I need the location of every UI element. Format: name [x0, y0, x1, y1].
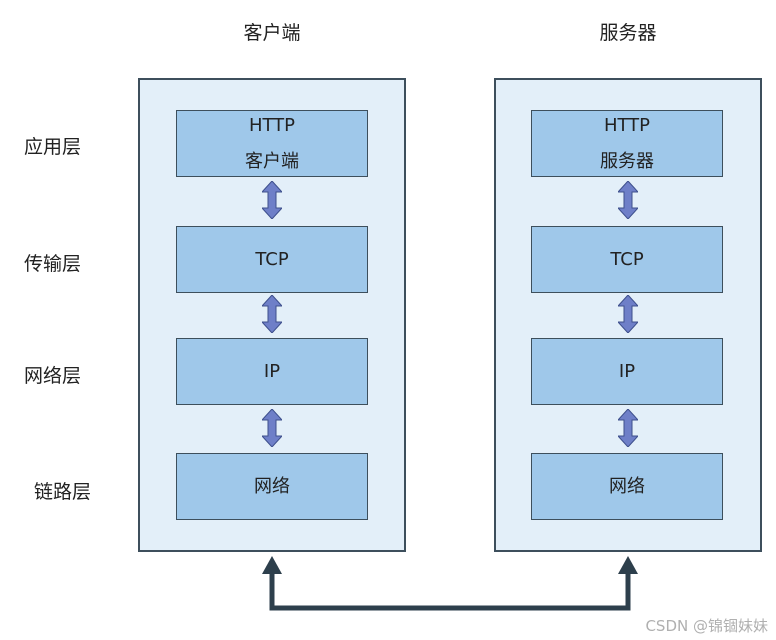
layer-label-network: 网络层 — [24, 365, 82, 387]
connector-arrowhead-server — [618, 556, 638, 574]
server-double-arrow-3 — [618, 409, 638, 447]
server-transport-box: TCP — [531, 226, 723, 293]
client-network-box: IP — [176, 338, 368, 405]
server-double-arrow-1 — [618, 181, 638, 219]
client-transport-label: TCP — [255, 248, 289, 270]
client-network-label: IP — [263, 360, 281, 382]
client-app-protocol: HTTP — [248, 114, 296, 136]
server-app-box: HTTP 服务器 — [531, 110, 723, 177]
client-link-box: 网络 — [176, 453, 368, 520]
server-app-role: 服务器 — [600, 150, 654, 172]
server-transport-label: TCP — [610, 248, 644, 270]
client-double-arrow-2 — [262, 295, 282, 333]
client-app-box: HTTP 客户端 — [176, 110, 368, 177]
client-title: 客户端 — [243, 22, 301, 44]
server-double-arrow-2 — [618, 295, 638, 333]
server-link-label: 网络 — [609, 475, 645, 497]
connector-line — [269, 570, 631, 611]
client-double-arrow-3 — [262, 409, 282, 447]
client-double-arrow-1 — [262, 181, 282, 219]
client-link-label: 网络 — [254, 475, 290, 497]
connector-arrowhead-client — [262, 556, 282, 574]
watermark: CSDN @锦锢妹妹 — [645, 617, 768, 635]
server-link-box: 网络 — [531, 453, 723, 520]
layer-label-transport: 传输层 — [24, 253, 82, 275]
server-title: 服务器 — [599, 22, 657, 44]
client-transport-box: TCP — [176, 226, 368, 293]
client-app-role: 客户端 — [245, 150, 299, 172]
server-network-box: IP — [531, 338, 723, 405]
server-network-label: IP — [618, 360, 636, 382]
layer-label-link: 链路层 — [34, 481, 92, 503]
layer-label-application: 应用层 — [24, 136, 82, 158]
server-app-protocol: HTTP — [603, 114, 651, 136]
